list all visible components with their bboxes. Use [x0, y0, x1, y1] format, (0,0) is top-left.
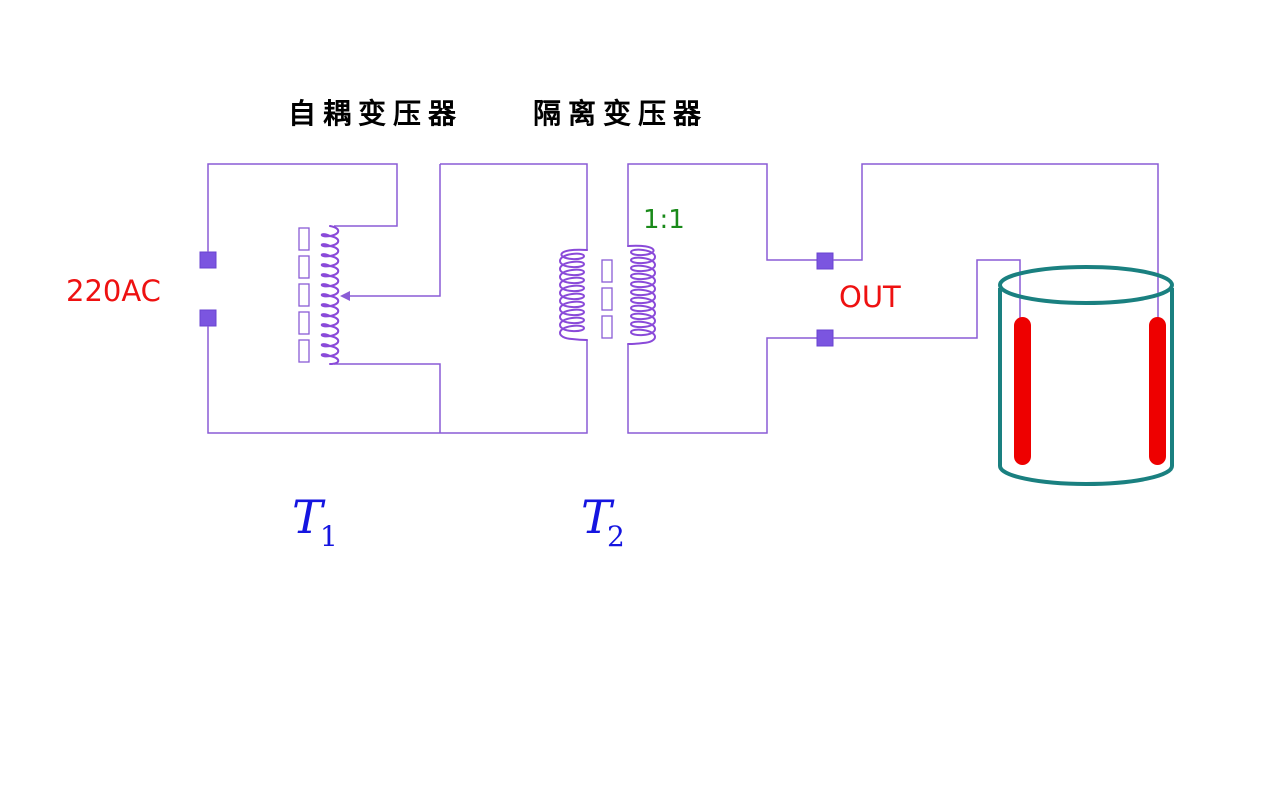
isolation-transformer-title: 隔离变压器 [533, 97, 708, 130]
wire-tap-to-t2 [346, 164, 441, 297]
t1-subscript: 1 [320, 520, 338, 553]
cell-rim [998, 265, 1174, 305]
t2-subscript: 2 [607, 520, 625, 553]
wire-t2-primary-top [440, 163, 588, 250]
input-voltage-label: 220AC [66, 274, 161, 308]
input-terminal-bottom [199, 309, 217, 327]
t2-letter: T [581, 490, 615, 544]
output-terminal-top [816, 252, 834, 270]
output-label: OUT [839, 280, 901, 314]
t1-letter: T [292, 490, 326, 544]
t1-core [298, 227, 310, 363]
t1-coil [320, 225, 340, 365]
ratio-label: 1:1 [643, 205, 685, 235]
t2-symbol: T 2 [581, 490, 625, 553]
electrolytic-cell-icon [998, 265, 1174, 486]
wires-input [207, 163, 441, 434]
autotransformer-title: 自耦变压器 [288, 97, 463, 130]
wire-out-bottom [833, 259, 1021, 339]
electrode-left [1014, 317, 1031, 465]
t1-symbol: T 1 [292, 490, 338, 553]
t2-secondary-coil [627, 244, 656, 345]
wire-input-top [207, 163, 398, 252]
wire-secondary-bottom [627, 337, 817, 434]
t2-primary-coil [559, 248, 588, 341]
wire-input-bottom [207, 326, 440, 434]
input-terminal-top [199, 251, 217, 269]
wire-secondary-top [627, 163, 817, 261]
tap-arrow-icon [340, 291, 350, 301]
wire-auto-bottom [334, 363, 441, 433]
output-terminal-bottom [816, 329, 834, 347]
t2-core [601, 259, 613, 339]
wire-out-top [833, 163, 1159, 320]
wire-t2-primary-bottom [440, 340, 588, 434]
cell-body [998, 288, 1174, 486]
electrode-right [1149, 317, 1166, 465]
